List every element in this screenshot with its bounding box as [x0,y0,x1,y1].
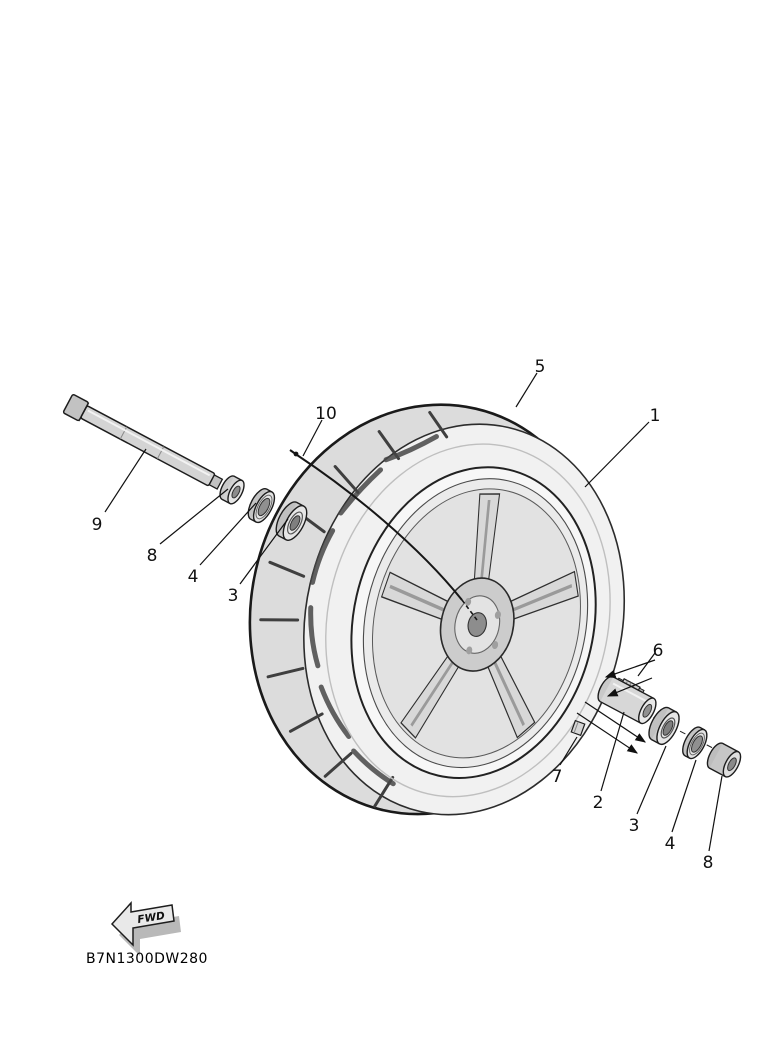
callout-7: 7 [552,767,563,787]
collar-right [706,742,742,778]
callout-5: 5 [535,357,546,377]
tire-sidewall-line [325,443,611,798]
fwd-arrow: FWD [110,901,181,956]
bearing-right [648,706,680,746]
rim-spokes [380,493,579,739]
callout-1: 1 [650,406,661,426]
callout-4-left: 4 [188,567,199,587]
oil-seal-left [247,488,276,524]
callout-8-left: 8 [147,546,158,566]
part-code: B7N1300DW280 [86,951,208,967]
collar-left [219,475,245,505]
fwd-label: FWD [137,910,166,926]
front-axle [62,394,224,490]
oil-seal-right [682,726,708,760]
callout-9: 9 [92,515,103,535]
callout-8-right: 8 [703,853,714,873]
install-arrows [576,659,656,754]
callout-4-right: 4 [665,834,676,854]
clip [570,719,586,737]
front-wheel [248,403,626,816]
tire-tread-grooves [308,434,439,787]
callout-3-left: 3 [228,586,239,606]
collar-spacer [597,675,657,725]
callout-10: 10 [315,404,337,424]
callout-6: 6 [653,641,664,661]
sensor-cable [289,449,478,621]
callout-2: 2 [593,793,604,813]
callout-3-right: 3 [629,816,640,836]
wheel-hub [439,577,515,672]
